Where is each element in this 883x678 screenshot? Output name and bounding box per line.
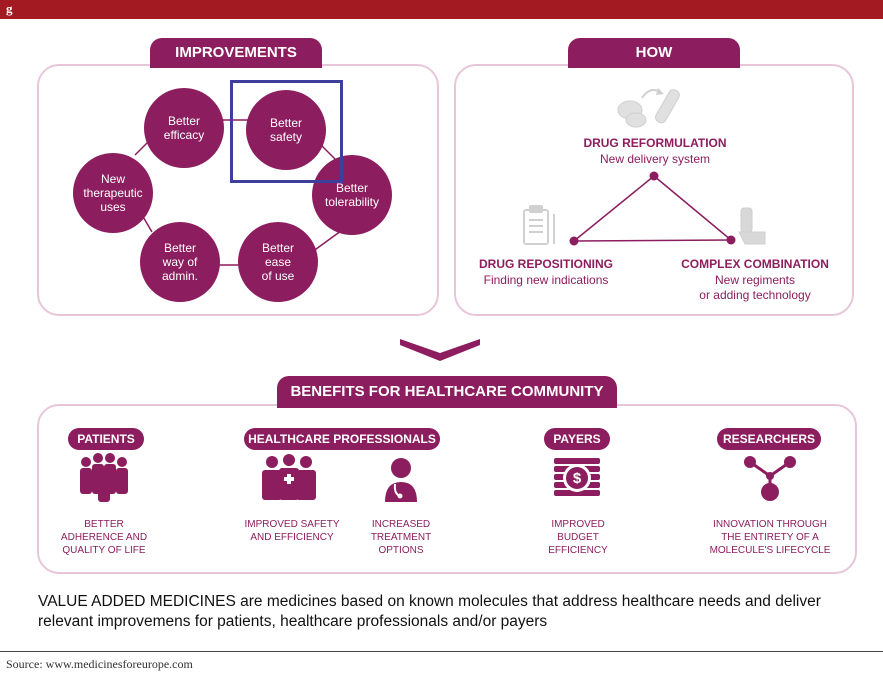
pill-researchers: RESEARCHERS xyxy=(717,428,821,450)
circle-better-tolerability: Better tolerability xyxy=(312,155,392,235)
highlight-box xyxy=(230,80,343,183)
pill-healthcare-professionals: HEALTHCARE PROFESSIONALS xyxy=(244,428,440,450)
circle-better-safety: Better safety xyxy=(246,90,326,170)
improvements-title: IMPROVEMENTS xyxy=(150,38,322,68)
how-panel xyxy=(454,64,854,316)
researchers-benefit: INNOVATION THROUGH THE ENTIRETY OF A MOL… xyxy=(709,519,831,556)
value-added-medicines-definition: VALUE ADDED MEDICINES are medicines base… xyxy=(38,593,821,630)
reformulation-subtitle: New delivery system xyxy=(599,152,711,166)
clipboard-icon xyxy=(523,205,555,245)
pill-patients: PATIENTS xyxy=(68,428,144,450)
repositioning-subtitle: Finding new indications xyxy=(483,273,609,287)
hcp-benefit-treatment: INCREASED TREATMENT OPTIONS xyxy=(370,519,432,556)
pill-payers: PAYERS xyxy=(544,428,610,450)
footer-divider xyxy=(0,651,883,652)
payers-benefit: IMPROVED BUDGET EFFICIENCY xyxy=(548,519,608,556)
pills-capsule-icon xyxy=(617,88,680,128)
patients-group-icon xyxy=(80,453,128,502)
circle-new-therapeutic-uses: New therapeutic uses xyxy=(73,153,153,233)
header-title: g xyxy=(6,1,13,16)
inhaler-icon xyxy=(738,207,766,245)
benefits-title: BENEFITS FOR HEALTHCARE COMMUNITY xyxy=(277,376,617,408)
circle-better-way-of-admin: Better way of admin. xyxy=(140,222,220,302)
header-bar: g xyxy=(0,0,883,19)
patients-benefit: BETTER ADHERENCE AND QUALITY OF LIFE xyxy=(60,519,148,556)
how-title: HOW xyxy=(568,38,740,68)
healthcare-staff-icon xyxy=(262,454,316,500)
circle-better-ease-of-use: Better ease of use xyxy=(238,222,318,302)
chevron-down-icon xyxy=(400,339,480,361)
repositioning-title: DRUG REPOSITIONING xyxy=(478,257,613,271)
combination-title: COMPLEX COMBINATION xyxy=(681,257,829,271)
hcp-benefit-safety: IMPROVED SAFETY AND EFFICIENCY xyxy=(244,519,340,543)
combination-subtitle: New regiments or adding technology xyxy=(699,273,811,302)
doctor-icon xyxy=(385,458,417,502)
coins-money-icon: $ xyxy=(554,458,600,496)
molecule-icon xyxy=(744,456,796,501)
circle-better-efficacy: Better efficacy xyxy=(144,88,224,168)
source-note: Source: www.medicinesforeurope.com xyxy=(6,657,193,671)
svg-text:$: $ xyxy=(573,470,582,487)
reformulation-title: DRUG REFORMULATION xyxy=(583,136,727,150)
